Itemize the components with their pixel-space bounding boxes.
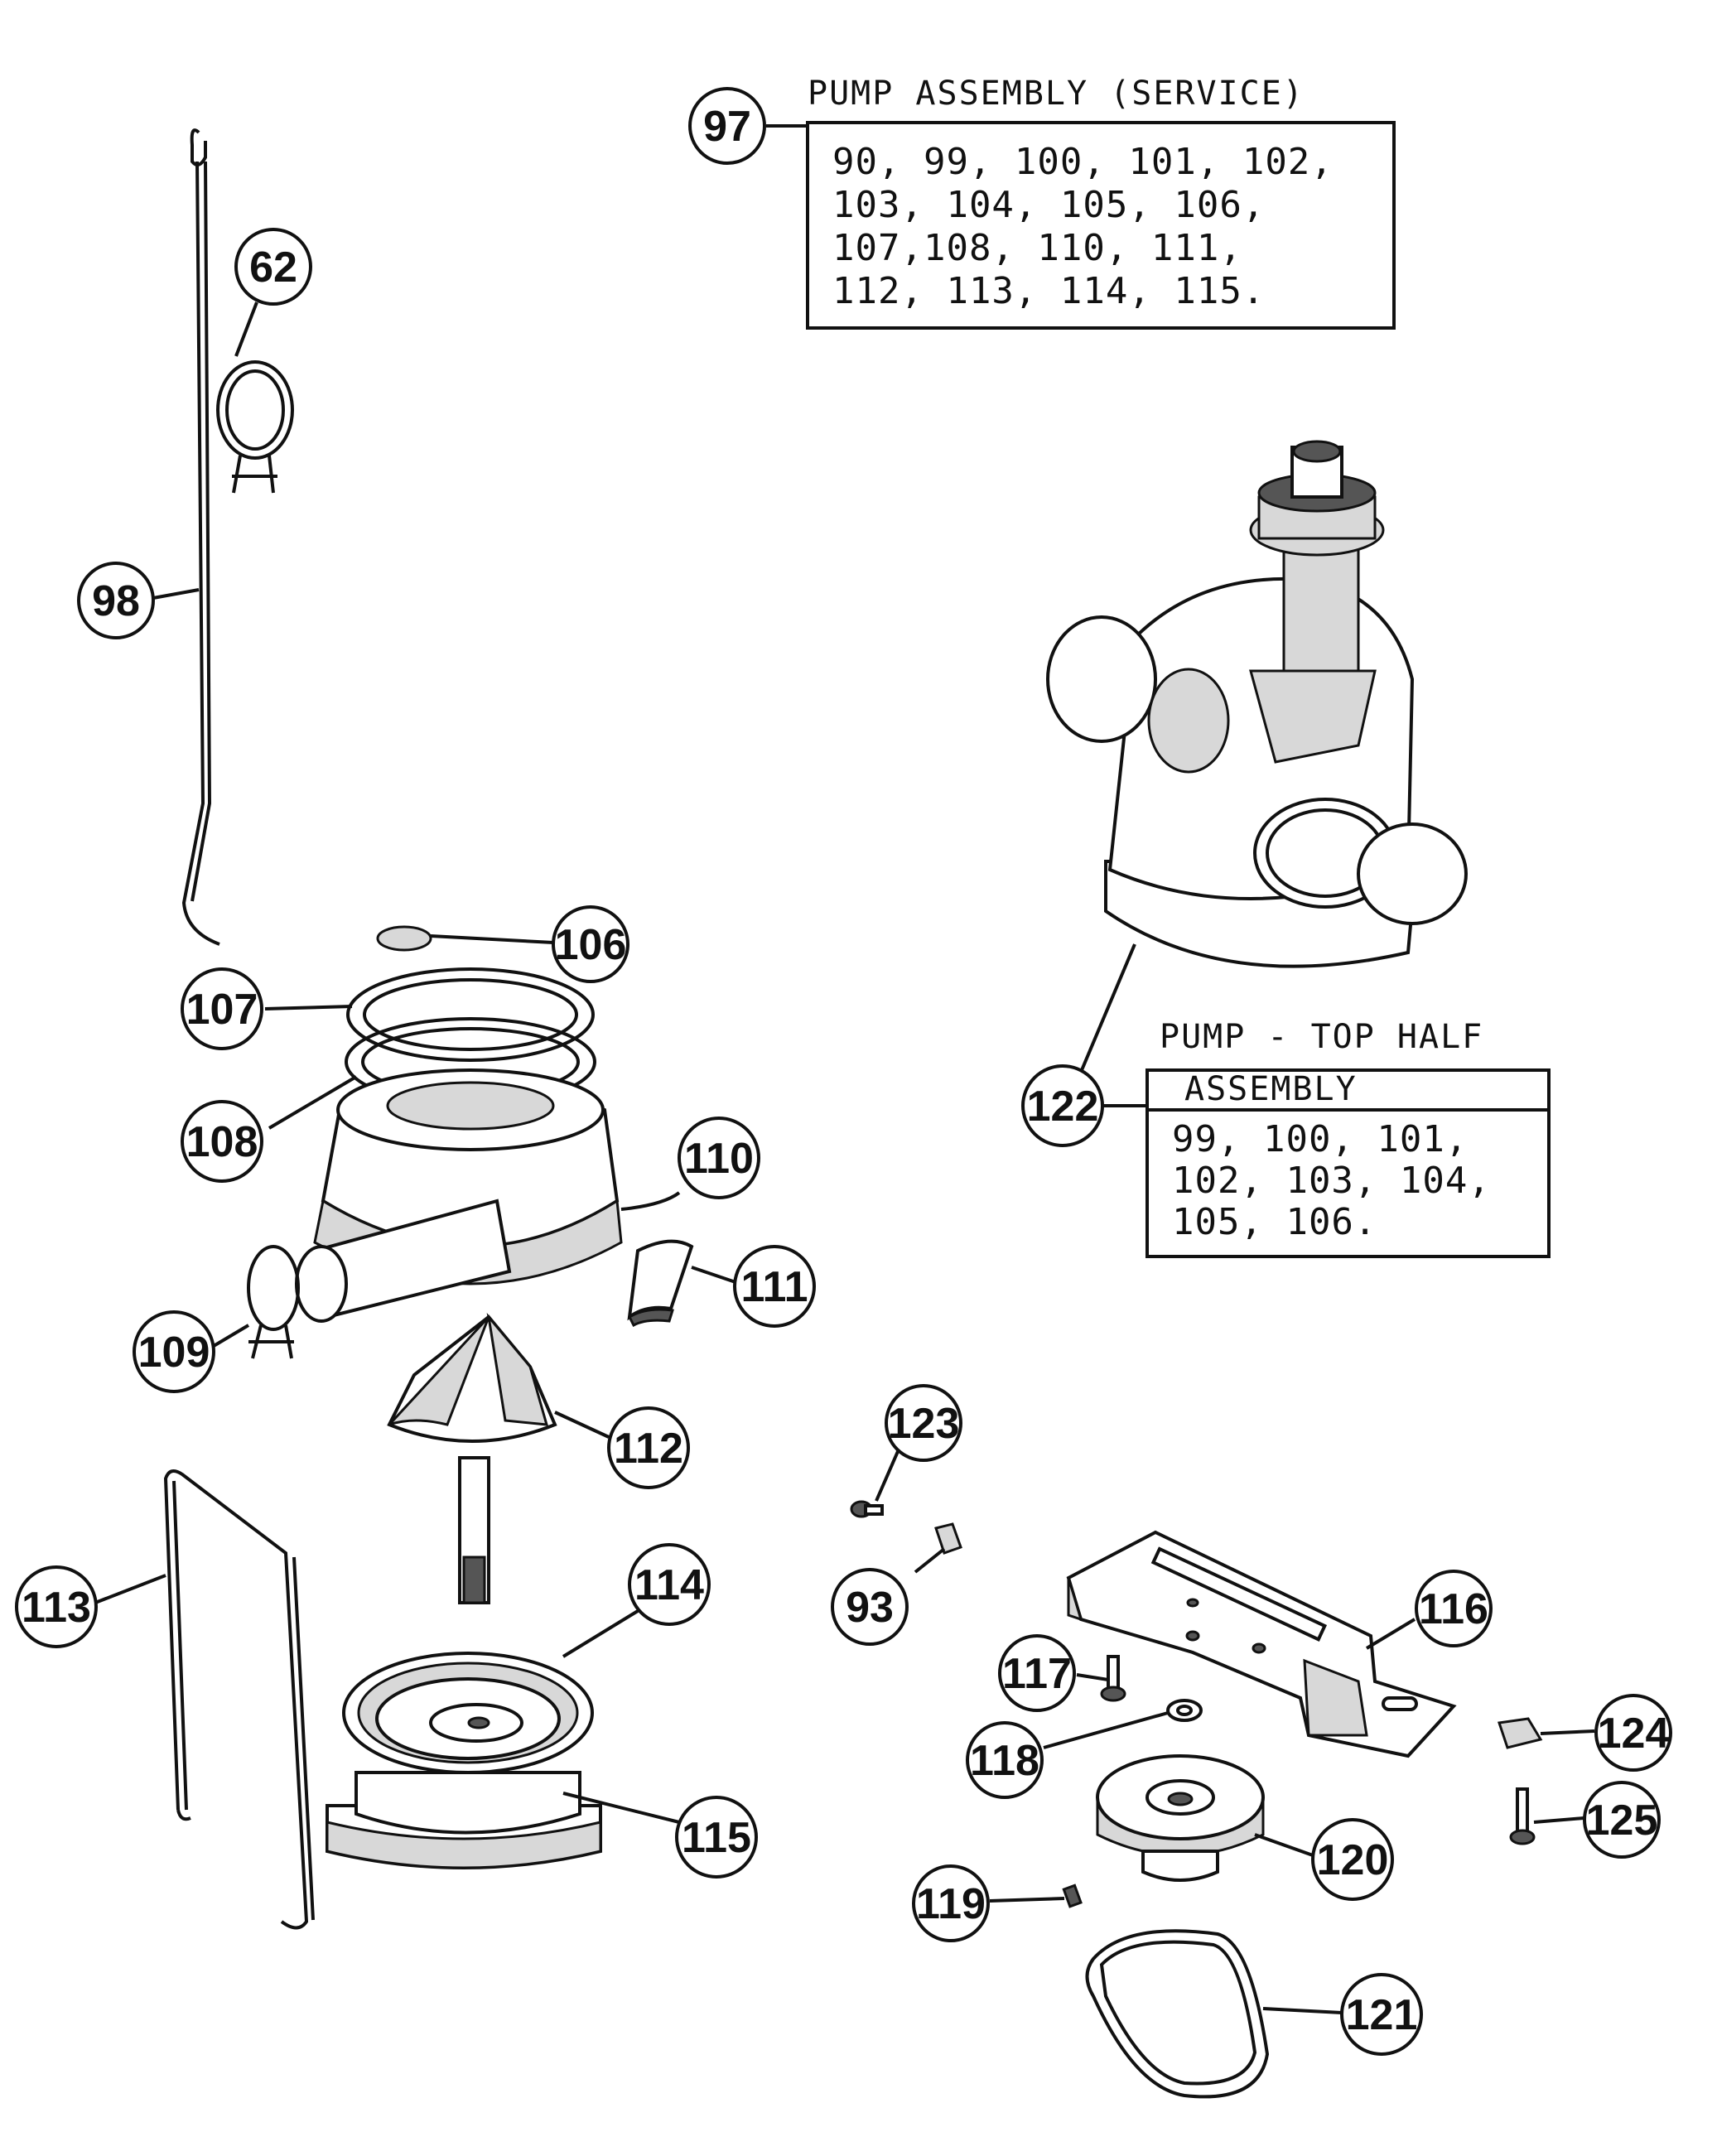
callout-123: 123 xyxy=(885,1384,962,1462)
part-124-125-fasteners xyxy=(1498,1717,1595,1845)
callout-119-label: 119 xyxy=(916,1880,986,1928)
callout-107-label: 107 xyxy=(186,986,258,1034)
callout-120: 120 xyxy=(1311,1818,1394,1901)
callout-116: 116 xyxy=(1415,1570,1493,1647)
callout-114: 114 xyxy=(628,1543,711,1626)
callout-116-label: 116 xyxy=(1419,1585,1488,1633)
callout-125: 125 xyxy=(1583,1781,1661,1859)
callout-93-label: 93 xyxy=(846,1584,894,1632)
top-half-box-line-2: 102, 103, 104, xyxy=(1172,1160,1491,1202)
callout-97: 97 xyxy=(688,87,766,165)
service-box-line-2: 103, 104, 105, 106, xyxy=(832,184,1265,226)
callout-122-label: 122 xyxy=(1027,1083,1099,1131)
part-98-rod xyxy=(181,128,220,946)
callout-125-label: 125 xyxy=(1586,1797,1658,1845)
service-box-line-1: 90, 99, 100, 101, 102, xyxy=(832,141,1334,183)
callout-123-label: 123 xyxy=(888,1400,960,1448)
service-assembly-box: PUMP ASSEMBLY (SERVICE) 90, 99, 100, 101… xyxy=(766,75,1396,330)
callout-119: 119 xyxy=(912,1864,990,1942)
callout-117: 117 xyxy=(998,1634,1076,1712)
callout-124-label: 124 xyxy=(1598,1710,1670,1758)
callout-111-label: 111 xyxy=(740,1263,808,1311)
callout-118: 118 xyxy=(966,1721,1044,1799)
callout-111: 111 xyxy=(733,1245,816,1328)
callout-98-label: 98 xyxy=(92,577,140,625)
callout-109: 109 xyxy=(133,1310,215,1393)
part-116-bracket xyxy=(1066,1530,1457,1758)
callout-121-label: 121 xyxy=(1346,1991,1418,2039)
part-123-93-fasteners xyxy=(850,1449,962,1574)
callout-118-label: 118 xyxy=(970,1737,1039,1785)
part-122-pump-top-half xyxy=(1046,440,1468,1102)
part-106-cap xyxy=(376,925,554,952)
part-111-clip xyxy=(627,1239,736,1328)
callout-115-label: 115 xyxy=(682,1814,751,1862)
part-109-clamp xyxy=(247,1245,300,1359)
part-110-lower-housing xyxy=(295,1068,681,1323)
top-half-assembly-box: PUMP - TOP HALF ASSEMBLY 99, 100, 101, 1… xyxy=(1145,1018,1551,1258)
callout-124: 124 xyxy=(1594,1694,1672,1772)
callout-106-label: 106 xyxy=(555,921,627,969)
callout-122: 122 xyxy=(1021,1064,1104,1147)
part-121-belt xyxy=(1085,1929,1343,2099)
callout-112-label: 112 xyxy=(614,1425,683,1473)
top-half-box-line-3: 105, 106. xyxy=(1172,1201,1377,1243)
callout-114-label: 114 xyxy=(634,1561,704,1609)
part-120-pulley xyxy=(1096,1754,1314,1882)
callout-117-label: 117 xyxy=(1002,1650,1072,1698)
callout-93: 93 xyxy=(831,1568,909,1646)
callout-112: 112 xyxy=(607,1406,690,1489)
service-box-line-3: 107,108, 110, 111, xyxy=(832,227,1242,269)
callout-62-label: 62 xyxy=(249,244,297,292)
callout-97-label: 97 xyxy=(703,103,751,151)
part-62-clamp xyxy=(216,360,294,494)
callout-113: 113 xyxy=(15,1565,98,1648)
callout-107: 107 xyxy=(181,967,263,1050)
callout-110-label: 110 xyxy=(684,1135,754,1183)
callout-62: 62 xyxy=(234,228,312,306)
callout-108: 108 xyxy=(181,1100,263,1183)
callout-106: 106 xyxy=(552,905,629,983)
callout-108-label: 108 xyxy=(186,1118,258,1166)
service-box-title: PUMP ASSEMBLY (SERVICE) xyxy=(808,75,1305,113)
callout-121: 121 xyxy=(1340,1973,1423,2056)
part-119-setscrew xyxy=(989,1883,1083,1908)
part-117-118-screw-washer xyxy=(1043,1655,1203,1749)
top-half-box-header: ASSEMBLY xyxy=(1184,1070,1358,1108)
top-half-box-title: PUMP - TOP HALF xyxy=(1160,1018,1483,1056)
part-114-115-base xyxy=(326,1609,680,1869)
top-half-box-line-1: 99, 100, 101, xyxy=(1172,1118,1468,1160)
callout-120-label: 120 xyxy=(1317,1836,1389,1884)
callout-109-label: 109 xyxy=(138,1329,210,1377)
callout-115: 115 xyxy=(675,1796,758,1879)
part-112-impeller xyxy=(387,1312,610,1604)
callout-98: 98 xyxy=(77,562,155,639)
callout-110: 110 xyxy=(678,1117,760,1199)
callout-113-label: 113 xyxy=(22,1584,91,1632)
part-113-wire-bail xyxy=(94,1469,315,1930)
service-box-line-4: 112, 113, 114, 115. xyxy=(832,270,1265,312)
